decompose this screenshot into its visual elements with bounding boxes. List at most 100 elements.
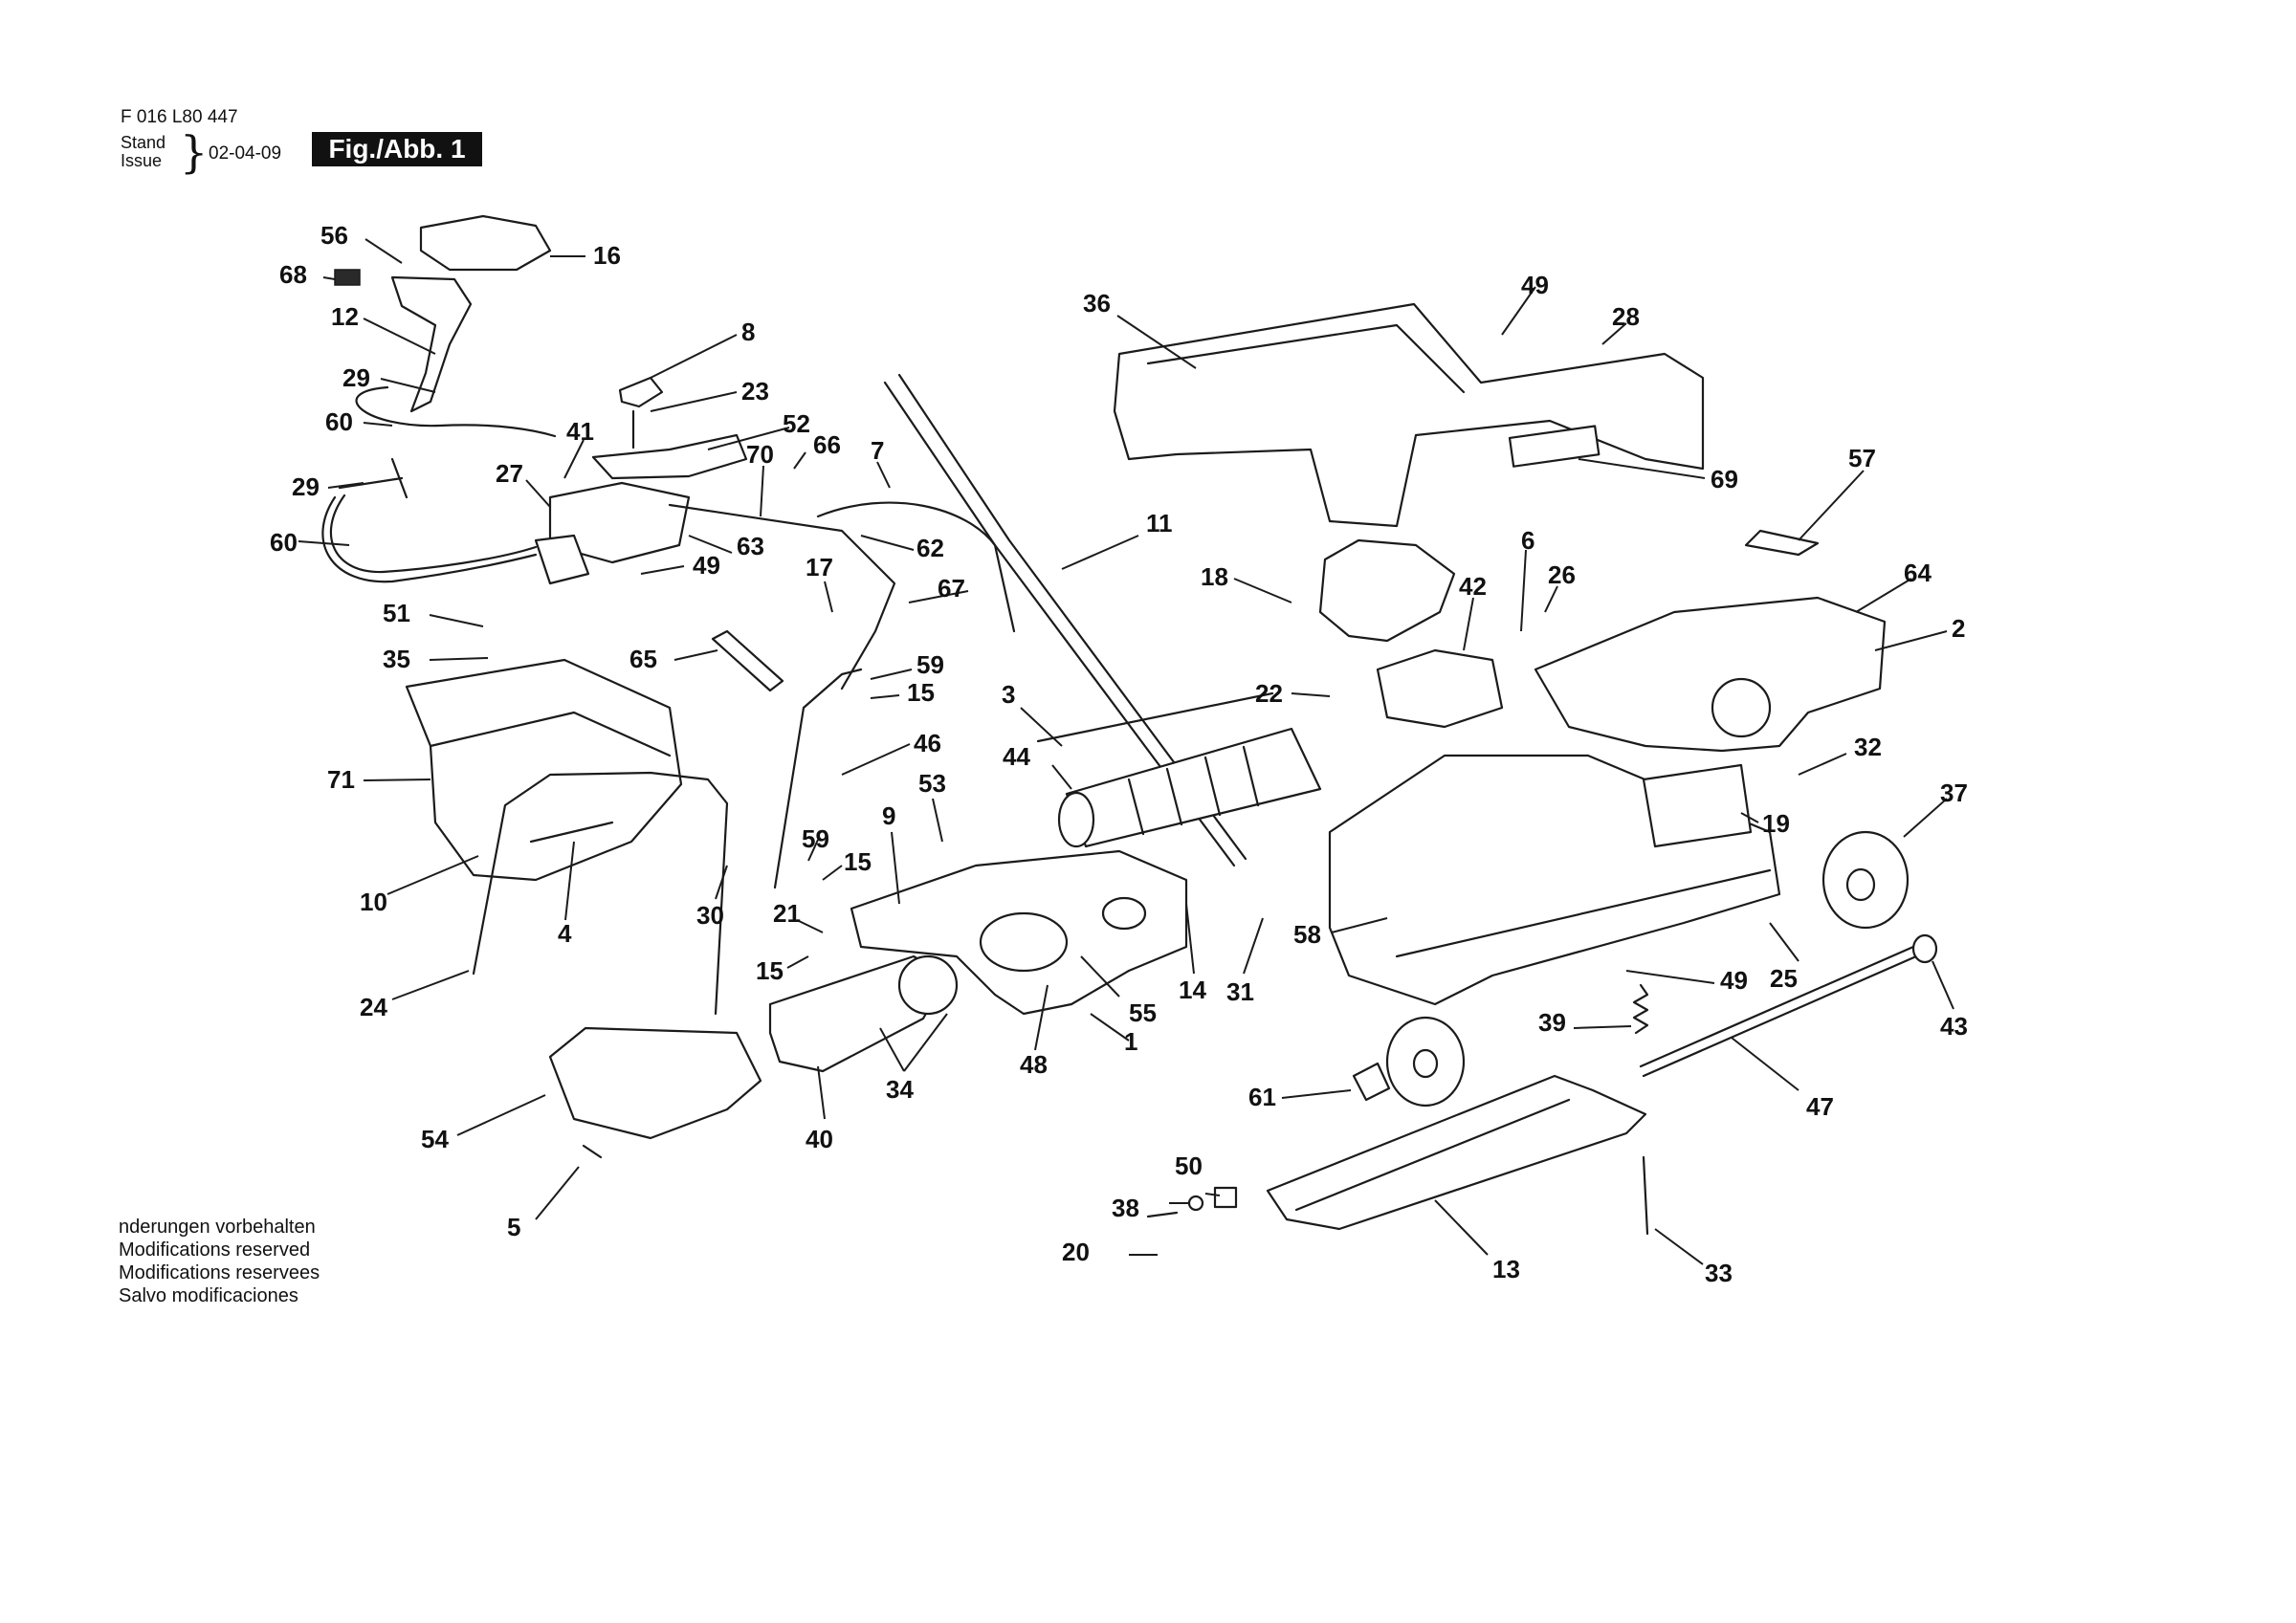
part-label: 15 xyxy=(907,678,935,707)
part-44-roller-end xyxy=(1057,791,1095,848)
part-65-plate xyxy=(711,629,784,692)
part-label: 24 xyxy=(360,993,387,1021)
part-label: 27 xyxy=(496,459,523,488)
part-label: 40 xyxy=(806,1125,833,1153)
part-68-clip xyxy=(334,269,361,286)
part-label: 54 xyxy=(421,1125,449,1153)
part-44-roller-ribs xyxy=(1127,745,1260,836)
part-label: 39 xyxy=(1538,1008,1566,1037)
part-label: 28 xyxy=(1612,302,1640,331)
modification-note-german: nderungen vorbehalten xyxy=(119,1217,316,1238)
part-33-bolt xyxy=(1642,1155,1649,1236)
stand-label: Stand xyxy=(121,133,166,152)
part-label: 56 xyxy=(320,221,348,250)
part-label: 52 xyxy=(783,409,810,438)
part-label: 6 xyxy=(1521,526,1534,555)
part-label: 59 xyxy=(802,824,829,853)
part-2-side-cover xyxy=(1534,596,1887,753)
part-2-pulley xyxy=(1711,677,1772,738)
part-label: 60 xyxy=(270,528,298,557)
part-38-washer xyxy=(1187,1195,1204,1212)
part-13-frame xyxy=(1266,1074,1647,1231)
part-label: 67 xyxy=(938,574,965,603)
part-label: 46 xyxy=(914,729,941,757)
part-label: 48 xyxy=(1020,1050,1048,1079)
part-label: 49 xyxy=(693,551,720,580)
part-label: 41 xyxy=(566,417,594,446)
part-label: 59 xyxy=(916,650,944,679)
part-47-rod xyxy=(1639,945,1918,1078)
part-63-terminal xyxy=(534,534,590,585)
leader-lines xyxy=(298,238,1954,1265)
part-24-lower-handle xyxy=(472,771,729,1016)
part-label: 62 xyxy=(916,534,944,562)
part-37-hub xyxy=(1845,867,1876,902)
part-50-nut xyxy=(1213,1186,1238,1209)
part-5-screw xyxy=(582,1144,603,1159)
part-label: 12 xyxy=(331,302,359,331)
part-label: 70 xyxy=(746,440,774,469)
part-label: 38 xyxy=(1112,1194,1139,1222)
part-label: 25 xyxy=(1770,964,1798,993)
figure-label: Fig./Abb. 1 xyxy=(312,132,482,166)
part-label: 22 xyxy=(1255,679,1283,708)
part-39-spring xyxy=(1632,983,1649,1035)
part-label: 55 xyxy=(1129,998,1157,1027)
part-label: 10 xyxy=(360,888,387,916)
part-4-bar xyxy=(529,821,614,844)
part-label: 69 xyxy=(1711,465,1738,493)
part-3-axle xyxy=(1036,691,1274,743)
document-number: F 016 L80 447 xyxy=(121,107,238,127)
part-57-clip xyxy=(1744,529,1820,557)
part-8-knob xyxy=(618,376,664,408)
part-front-wheel-hub xyxy=(1412,1048,1439,1079)
issue-date: 02-04-09 xyxy=(209,143,282,164)
part-label: 8 xyxy=(741,318,755,346)
part-label: 58 xyxy=(1293,920,1321,949)
part-42-motor xyxy=(1376,648,1504,729)
part-60-cable-lower xyxy=(321,493,538,583)
part-71-grass-box xyxy=(405,658,683,882)
part-label: 47 xyxy=(1806,1092,1834,1121)
part-10-box-edge xyxy=(429,711,672,757)
part-label: 16 xyxy=(593,241,621,270)
part-label: 60 xyxy=(325,407,353,436)
part-54-belt-cover xyxy=(548,1026,762,1140)
part-62-rod xyxy=(668,503,896,691)
part-25-rail xyxy=(1395,868,1772,958)
part-44-roller xyxy=(1065,727,1322,848)
part-label: 26 xyxy=(1548,560,1576,589)
part-label: 1 xyxy=(1124,1027,1137,1056)
part-label: 19 xyxy=(1762,809,1790,838)
part-label: 42 xyxy=(1459,572,1487,601)
part-1-opening-a xyxy=(979,911,1069,973)
part-60-cable-upper xyxy=(355,385,557,438)
part-1-opening-b xyxy=(1101,896,1147,931)
brace-glyph: } xyxy=(180,126,209,178)
part-label: 36 xyxy=(1083,289,1111,318)
part-label: 51 xyxy=(383,599,410,627)
modification-note-english: Modifications reserved xyxy=(119,1239,311,1261)
part-label: 2 xyxy=(1952,614,1965,643)
part-label: 29 xyxy=(342,363,370,392)
part-label: 50 xyxy=(1175,1151,1203,1180)
part-label: 35 xyxy=(383,645,410,673)
part-43-nut xyxy=(1911,933,1938,964)
part-34-pulley xyxy=(897,954,959,1016)
issue-label: Issue xyxy=(121,151,163,170)
parts-artwork xyxy=(321,214,1938,1236)
part-label: 37 xyxy=(1940,779,1968,807)
part-20-bolt xyxy=(1146,1211,1179,1218)
part-number-labels: 56 16 68 12 29 60 8 23 41 52 70 66 7 27 … xyxy=(270,221,1968,1287)
part-label: 13 xyxy=(1492,1255,1520,1283)
part-label: 49 xyxy=(1720,966,1748,995)
part-61-cap xyxy=(1352,1062,1391,1102)
part-label: 57 xyxy=(1848,444,1876,472)
part-16-cover xyxy=(419,214,552,272)
part-label: 31 xyxy=(1226,977,1254,1006)
part-label: 33 xyxy=(1705,1259,1733,1287)
part-label: 11 xyxy=(1146,509,1173,537)
part-label: 49 xyxy=(1521,271,1549,299)
part-label: 15 xyxy=(756,956,784,985)
